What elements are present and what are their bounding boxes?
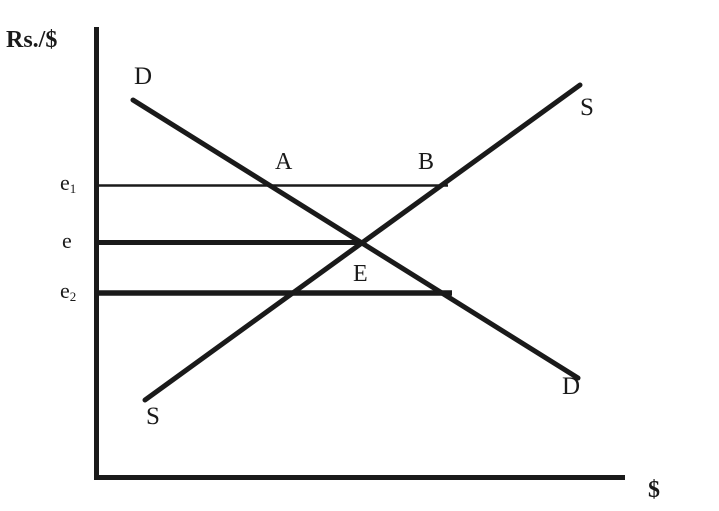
y-tick-label-e: e (62, 228, 72, 253)
demand-curve-label-top: D (134, 63, 153, 90)
supply-curve-label-bottom: S (146, 403, 160, 430)
point-a-label: A (275, 149, 293, 175)
x-axis-title: $ (648, 477, 660, 503)
y-axis-title: Rs./$ (6, 27, 58, 53)
point-b-label: B (418, 149, 435, 175)
y-tick-e1-base: e (60, 170, 70, 195)
y-tick-e2-base: e (60, 278, 70, 303)
y-tick-e1-subscript: 1 (69, 181, 77, 196)
y-tick-e2-subscript: 2 (69, 289, 77, 304)
y-tick-label-e1: e1 (60, 170, 77, 196)
demand-curve-label-bottom: D (562, 373, 581, 400)
demand-curve (130, 97, 581, 381)
supply-curve-label-top: S (580, 94, 594, 121)
y-tick-label-e2: e2 (60, 278, 77, 304)
point-e-label: E (353, 261, 368, 287)
supply-curve (142, 82, 583, 403)
